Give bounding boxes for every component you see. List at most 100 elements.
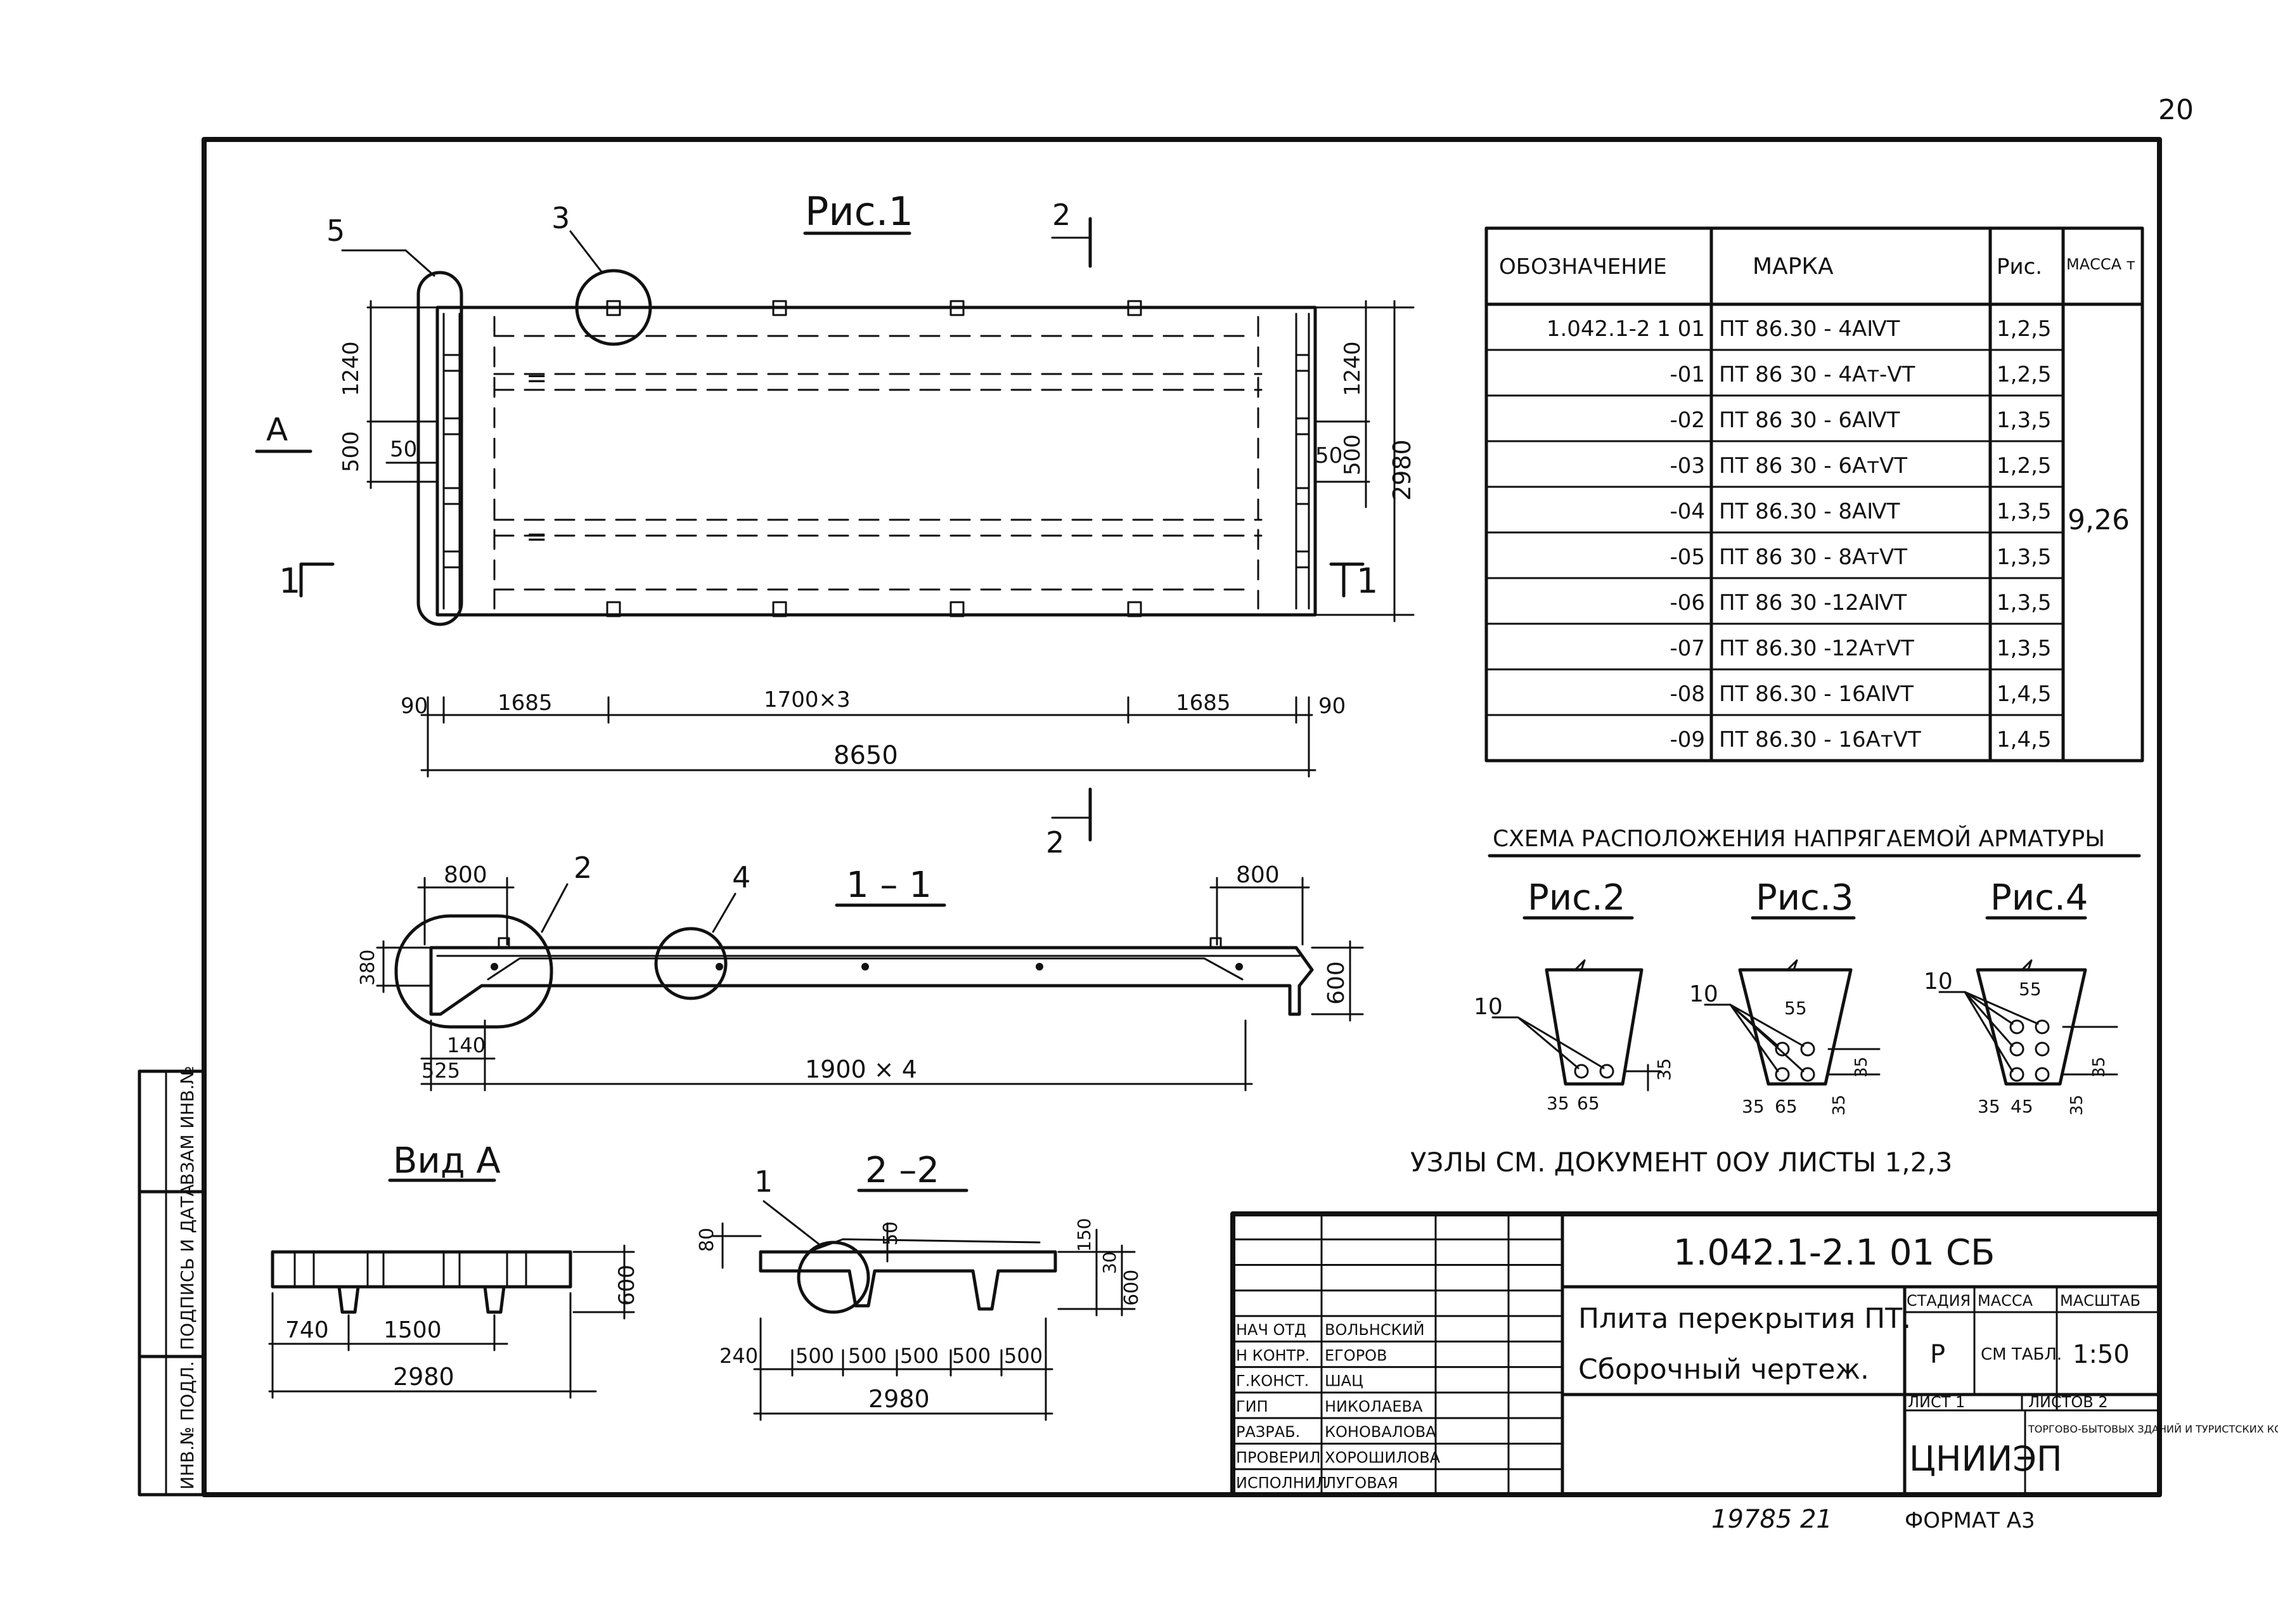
fig1-dim-right-50: 50 (1315, 443, 1342, 468)
rebar-fig4-d: 35 (2090, 1057, 2109, 1078)
spec-cell-fig: 1,3,5 (1997, 636, 2052, 661)
tb-org: ЦНИИЭП (1909, 1439, 2062, 1479)
stamp-orig-inv: ИНВ.№ ПОДЛ. (177, 1361, 198, 1490)
rebar-fig3-d: 35 (1852, 1057, 1871, 1078)
s11-dim-1900x4: 1900 × 4 (805, 1055, 917, 1083)
spec-cell-fig: 1,2,5 (1997, 316, 2052, 342)
tb-mass: СМ ТАБЛ. (1981, 1345, 2062, 1364)
marker-1-right: 1 (1356, 561, 1378, 601)
tb-staff-name: ШАЦ (1325, 1372, 1363, 1390)
s22-dim-80: 80 (696, 1228, 718, 1252)
spec-cell-designation: 1.042.1-2 1 01 (1547, 316, 1705, 342)
tb-staff-name: ЛУГОВАЯ (1325, 1474, 1398, 1492)
rebar-fig4-top: 55 (2019, 979, 2042, 1000)
marker-1-left: 1 (279, 561, 300, 601)
fig1-dim-left-1240: 1240 (338, 341, 364, 396)
fig1-dim-right-500: 500 (1340, 434, 1365, 475)
fig1-dim-1700x3: 1700×3 (764, 687, 851, 712)
tb-staff-name: ВОЛЬНСКИЙ (1325, 1320, 1425, 1339)
spec-cell-designation: -05 (1670, 545, 1705, 570)
tb-staff-name: ЕГОРОВ (1325, 1346, 1387, 1364)
viewa-dim-2980: 2980 (393, 1363, 454, 1391)
section-2-2-title: 2 –2 (865, 1150, 939, 1191)
s22-dim-240: 240 (719, 1344, 758, 1368)
spec-header-fig: Рис. (1997, 254, 2042, 280)
viewa-dim-1500: 1500 (383, 1317, 442, 1343)
spec-cell-designation: -07 (1670, 636, 1705, 661)
rebar-fig2-label: Рис.2 (1528, 877, 1625, 918)
s22-dim-600: 600 (1121, 1270, 1143, 1306)
s22-dim-30: 30 (1099, 1251, 1120, 1274)
left-stamp: ВЗАМ ИНВ.№ ПОДПИСЬ И ДАТА ИНВ.№ ПОДЛ. (138, 1066, 206, 1497)
tb-staff-name: КОНОВАЛОВА (1325, 1423, 1436, 1441)
s11-dim-800-right: 800 (1236, 862, 1280, 888)
s11-dim-525: 525 (421, 1059, 460, 1083)
tb-doc-code: 1.042.1-2.1 01 СБ (1673, 1232, 1995, 1273)
spec-cell-designation: -06 (1670, 590, 1705, 615)
fig1-dim-1685-right: 1685 (1176, 690, 1231, 716)
rebar-fig4-n: 10 (1924, 969, 1953, 995)
spec-header-mass: МАССА т (2066, 255, 2135, 273)
spec-cell-fig: 1,3,5 (1997, 499, 2052, 524)
fig1-mark-eq-top: = (526, 364, 548, 393)
spec-cell-mark: ПТ 86.30 - 8АⅣТ (1719, 499, 1900, 524)
marker-2-top: 2 (1052, 198, 1071, 232)
tb-sheets: ЛИСТОВ 2 (2028, 1393, 2108, 1411)
callout-2: 2 (574, 851, 592, 885)
fig1-plan-view: Рис.1 = = 5 3 2 (255, 188, 1416, 860)
inventory-handwritten: 19785 21 (1711, 1505, 1832, 1534)
rebar-fig4-c: 35 (2068, 1095, 2087, 1116)
spec-cell-mark: ПТ 86.30 - 4АⅣТ (1719, 316, 1900, 342)
spec-cell-mark: ПТ 86 30 -12АⅣТ (1719, 590, 1907, 615)
tb-sheet: ЛИСТ 1 (1908, 1393, 1965, 1411)
s11-dim-380: 380 (357, 950, 379, 986)
fig1-dim-right-2980: 2980 (1388, 439, 1416, 501)
callout-1: 1 (754, 1164, 773, 1199)
callout-5: 5 (326, 214, 345, 248)
section-1-1: 1 – 1 2 4 800 800 380 600 (357, 851, 1364, 1092)
spec-cell-fig: 1,2,5 (1997, 362, 2052, 387)
viewa-dim-740: 740 (285, 1317, 329, 1343)
tb-scale-header: МАСШТАБ (2060, 1292, 2140, 1310)
spec-cell-designation: -03 (1670, 453, 1705, 479)
spec-cell-fig: 1,4,5 (1997, 681, 2052, 707)
tb-scale: 1:50 (2073, 1340, 2130, 1369)
tb-mass-header: МАССА (1978, 1292, 2033, 1310)
s22-dim-150: 150 (1074, 1218, 1095, 1252)
s22-dim-500-4: 500 (952, 1344, 991, 1368)
spec-cell-fig: 1,3,5 (1997, 545, 2052, 570)
stamp-sign-date: ПОДПИСЬ И ДАТА (177, 1184, 198, 1350)
rebar-fig2-n: 10 (1474, 994, 1503, 1020)
callout-3: 3 (551, 201, 570, 235)
rebar-fig3-top: 55 (1784, 998, 1807, 1019)
tb-staff-role: НАЧ ОТД (1236, 1321, 1306, 1339)
fig1-title: Рис.1 (805, 188, 913, 235)
rebar-fig2-b: 35 (1654, 1058, 1675, 1081)
rebar-scheme: СХЕМА РАСПОЛОЖЕНИЯ НАПРЯГАЕМОЙ АРМАТУРЫ … (1410, 825, 2141, 1178)
spec-table: ОБОЗНАЧЕНИЕ МАРКА Рис. МАССА т 1.042.1-2… (1484, 226, 2144, 763)
section-2-2: 2 –2 1 80 50 240 500 500 500 500 500 298… (696, 1150, 1143, 1421)
rebar-fig3-c: 65 (1775, 1096, 1798, 1117)
fig1-dim-8650: 8650 (833, 741, 898, 770)
fig1-dim-90-left: 90 (401, 693, 428, 719)
spec-cell-designation: -09 (1670, 727, 1705, 752)
fig1-dim-1685-left: 1685 (498, 690, 553, 716)
tb-name-line1: Плита перекрытия ПТ. (1578, 1303, 1911, 1335)
rebar-fig3-label: Рис.3 (1756, 877, 1853, 918)
fig1-dim-left-50: 50 (390, 437, 417, 462)
nodes-note: УЗЛЫ СМ. ДОКУМЕНТ 0ОУ ЛИСТЫ 1,2,3 (1410, 1147, 1952, 1178)
tb-staff-role: ГИП (1236, 1398, 1268, 1415)
rebar-fig4-a: 35 (1978, 1096, 2000, 1117)
rebar-fig2-a: 35 (1547, 1093, 1569, 1114)
marker-2-bottom: 2 (1046, 825, 1064, 860)
tb-staff-role: Н КОНТР. (1236, 1346, 1310, 1364)
rebar-fig4-label: Рис.4 (1990, 877, 2088, 918)
rebar-scheme-title: СХЕМА РАСПОЛОЖЕНИЯ НАПРЯГАЕМОЙ АРМАТУРЫ (1493, 825, 2105, 852)
viewa-dim-600: 600 (614, 1265, 640, 1306)
spec-cell-mark: ПТ 86.30 - 16АтⅤТ (1719, 727, 1921, 752)
section-1-1-title: 1 – 1 (846, 865, 932, 906)
tb-org-sub: ТОРГОВО-БЫТОВЫХ ЗДАНИЙ И ТУРИСТСКИХ КОМП… (2028, 1423, 2278, 1435)
page-number: 20 (2158, 94, 2194, 126)
